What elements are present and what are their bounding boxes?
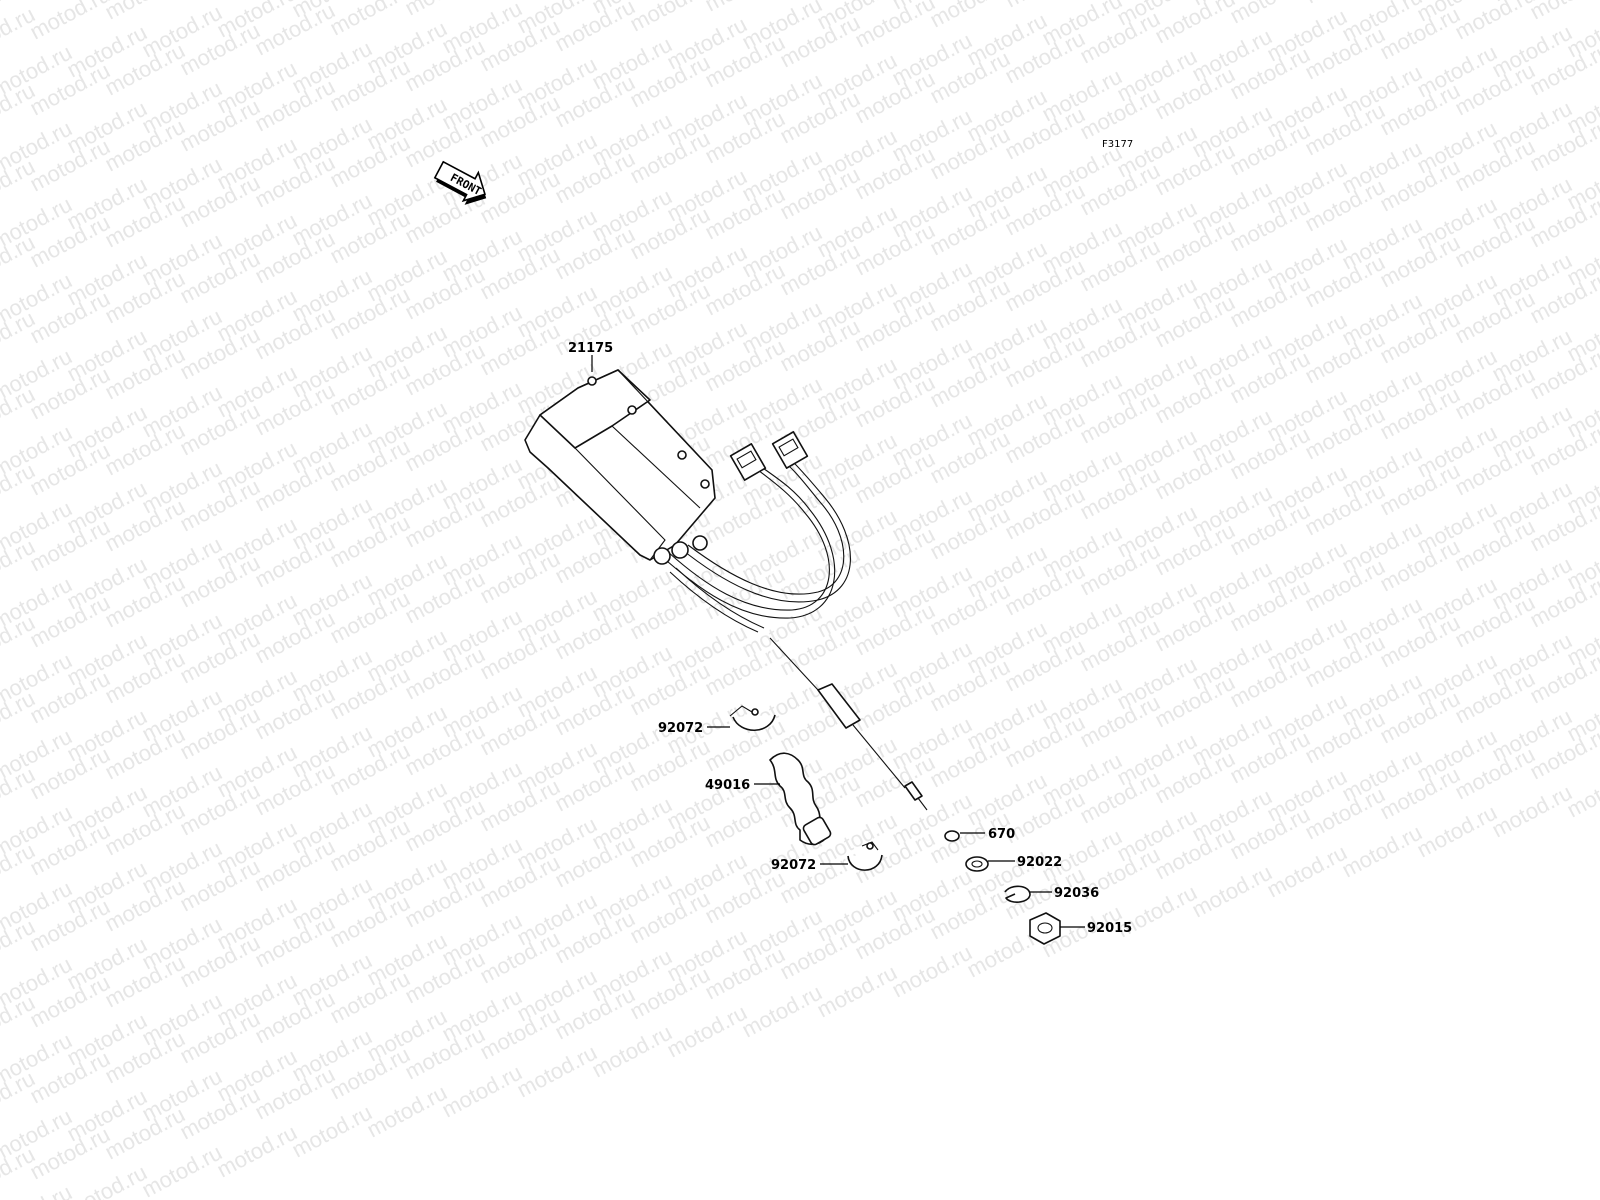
nut-part: [1029, 912, 1061, 945]
cable-part: [769, 637, 928, 811]
callout-92072-lower: 92072: [771, 858, 816, 873]
callout-92072-upper: 92072: [658, 721, 703, 736]
leader-lines: [591, 355, 1085, 928]
boot-part: [769, 752, 832, 846]
callout-21175: 21175: [568, 341, 613, 356]
watermark-text: motod.ru: [513, 1040, 601, 1103]
watermark-text: motod.ru: [1451, 0, 1539, 44]
washer-part: [965, 856, 989, 872]
o-ring-part: [944, 830, 960, 842]
watermark-text: motod.ru: [663, 1000, 751, 1063]
watermark-text: motod.ru: [1488, 780, 1576, 843]
control-unit-part: [524, 369, 716, 561]
watermark-text: motod.ru: [213, 1120, 301, 1183]
watermark-text: motod.ru: [326, 0, 414, 40]
watermark-text: motod.ru: [1413, 800, 1501, 863]
callout-670: 670: [988, 827, 1015, 842]
callout-92036: 92036: [1054, 886, 1099, 901]
figure-code: F3177: [1102, 139, 1133, 150]
wiring-harness-part: [653, 431, 851, 633]
watermark-text: motod.ru: [738, 980, 826, 1043]
watermark-text: motod.ru: [888, 940, 976, 1003]
watermark-text: motod.ru: [1338, 820, 1426, 883]
watermark-text: motod.ru: [1263, 840, 1351, 903]
callout-92015: 92015: [1087, 921, 1132, 936]
callout-49016: 49016: [705, 778, 750, 793]
watermark-text: motod.ru: [813, 960, 901, 1023]
watermark-text: motod.ru: [26, 0, 114, 44]
clamp-lower-part: [847, 841, 883, 871]
spring-washer-part: [1004, 885, 1031, 903]
callout-92022: 92022: [1017, 855, 1062, 870]
watermark-text: motod.ru: [1188, 860, 1276, 923]
watermark-text: motod.ru: [588, 1020, 676, 1083]
watermark-text: motod.ru: [288, 1100, 376, 1163]
watermark-text: motod.ru: [438, 1060, 526, 1123]
watermark-text: motod.ru: [363, 1080, 451, 1143]
clamp-upper-part: [729, 705, 776, 731]
front-arrow-icon: FRONT: [433, 160, 487, 205]
watermark-text: motod.ru: [138, 1140, 226, 1200]
